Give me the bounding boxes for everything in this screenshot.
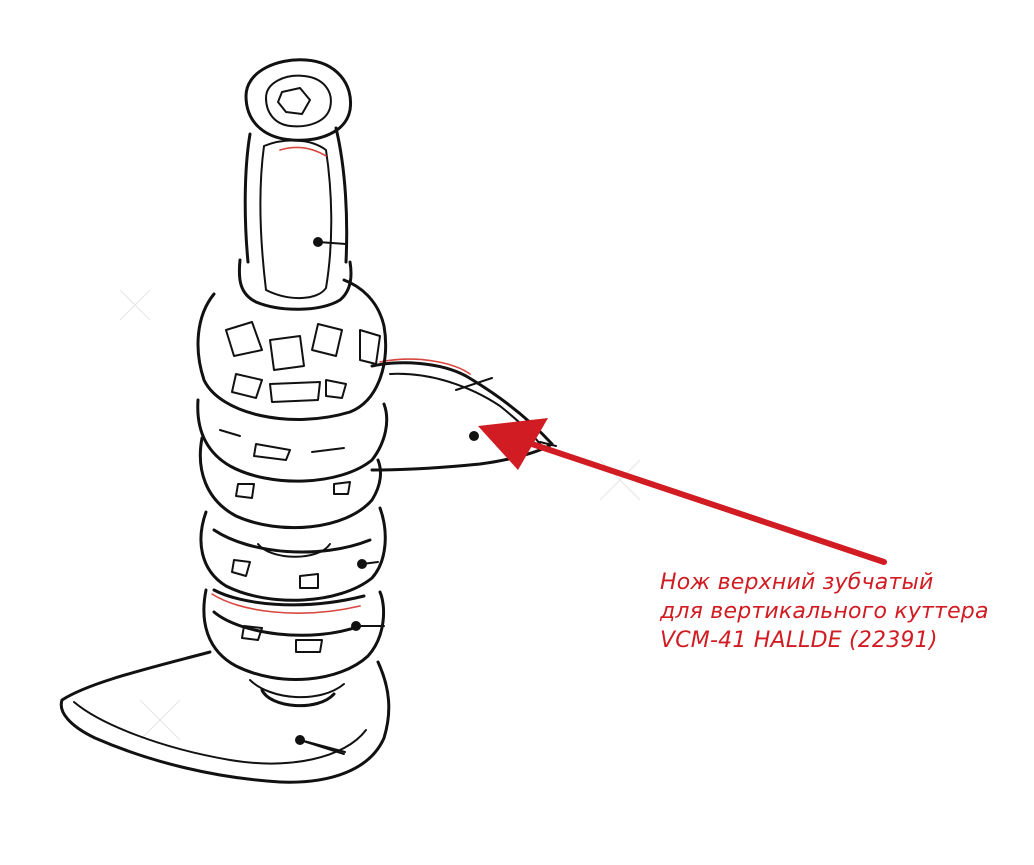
caption-line-2: для вертикального куттера	[660, 599, 989, 624]
upper-hub	[196, 398, 389, 530]
upper-serrated-blade	[370, 358, 557, 472]
middle-hub	[199, 506, 387, 607]
shaft-column	[243, 126, 349, 300]
lower-hub	[202, 588, 386, 708]
caption-line-3: VCM-41 HALLDE (22391)	[660, 628, 938, 653]
pointer-arrow	[478, 418, 887, 565]
caption-line-1: Нож верхний зубчатый	[660, 570, 934, 595]
shaft-top-cap	[244, 58, 353, 142]
leader-lines	[295, 237, 479, 755]
part-caption: Нож верхний зубчатый для вертикального к…	[660, 568, 1020, 655]
shaft-body	[196, 258, 388, 421]
